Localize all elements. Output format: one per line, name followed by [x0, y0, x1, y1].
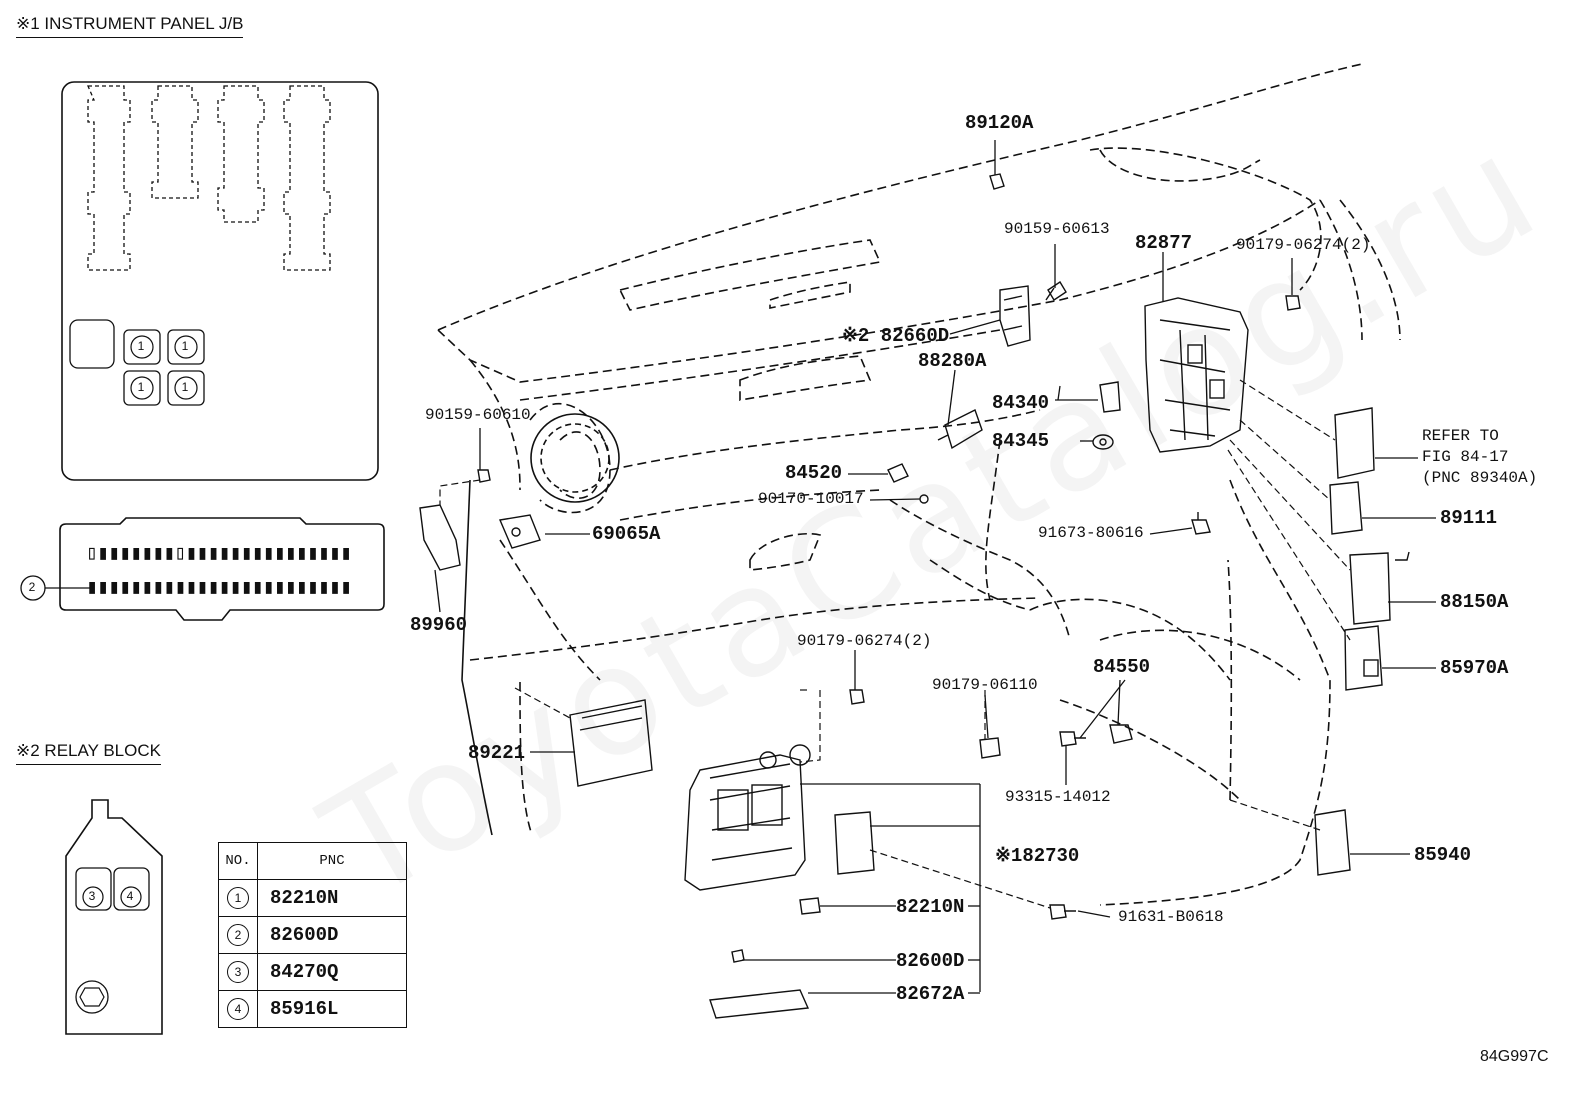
fuse-row-bottom: ▮▮▮▮▮▮▮▮▮▮▮▮▮▮▮▮▮▮▮▮▮▮▮▮ [86, 574, 352, 598]
part-label-90179-06274-bottom[interactable]: 90179-06274(2) [797, 632, 932, 650]
jb-marker-1d: 1 [181, 380, 189, 394]
part-label-93315-14012[interactable]: 93315-14012 [1005, 788, 1111, 806]
part-label-89120A[interactable]: 89120A [965, 112, 1034, 134]
part-label-90159-60613[interactable]: 90159-60613 [1004, 220, 1110, 238]
relay-marker-3: 3 [88, 889, 96, 903]
table-row: 3 84270Q [218, 953, 407, 991]
part-label-91673-80616[interactable]: 91673-80616 [1038, 524, 1144, 542]
table-row: 4 85916L [218, 990, 407, 1028]
part-label-91631-B0618[interactable]: 91631-B0618 [1118, 908, 1224, 926]
relay-block-illustration [65, 799, 163, 1035]
part-label-84520[interactable]: 84520 [785, 462, 843, 484]
hardware-illustrations [419, 173, 1410, 920]
part-label-84345[interactable]: 84345 [992, 430, 1050, 452]
part-label-84340[interactable]: 84340 [992, 392, 1050, 414]
fuse-strip-illustration [20, 517, 385, 621]
part-label-89221[interactable]: 89221 [468, 742, 526, 764]
pnc-row-value[interactable]: 82600D [257, 916, 407, 954]
relay-block-title: ※2 RELAY BLOCK [16, 741, 161, 765]
pnc-row-number: 2 [227, 924, 249, 946]
instrument-panel-jb-illustration [61, 81, 379, 481]
pnc-header-no: NO. [218, 842, 258, 880]
table-row: 2 82600D [218, 916, 407, 954]
refer-note: REFER TO FIG 84-17 (PNC 89340A) [1422, 427, 1538, 487]
leader-lines [434, 140, 1436, 994]
pnc-table: NO. PNC 1 82210N 2 82600D 3 84270Q 4 859… [218, 842, 407, 1028]
part-label-89960[interactable]: 89960 [410, 614, 468, 636]
fuse-strip-marker-2: 2 [28, 580, 36, 594]
part-label-88150A[interactable]: 88150A [1440, 591, 1509, 613]
part-label-90159-60610[interactable]: 90159-60610 [425, 406, 531, 424]
part-label-90179-06274-top[interactable]: 90179-06274(2) [1236, 236, 1371, 254]
dashboard-outline [437, 63, 1401, 906]
part-label-88280A[interactable]: 88280A [918, 350, 987, 372]
pnc-row-number: 4 [227, 998, 249, 1020]
part-label-82210N[interactable]: 82210N [896, 896, 965, 918]
part-label-84550[interactable]: 84550 [1093, 656, 1151, 678]
pnc-row-value[interactable]: 85916L [257, 990, 407, 1028]
bracket-82877-illustration [1144, 297, 1249, 453]
pnc-row-value[interactable]: 84270Q [257, 953, 407, 991]
pnc-row-number: 1 [227, 887, 249, 909]
diagram-code: 84G997C [1480, 1048, 1549, 1065]
part-label-90170-10017[interactable]: 90170-10017 [758, 490, 864, 508]
part-label-82660D[interactable]: ※2 82660D [842, 325, 950, 347]
pnc-row-value[interactable]: 82210N [257, 879, 407, 917]
part-label-82730[interactable]: ※182730 [995, 845, 1080, 867]
pnc-row-number: 3 [227, 961, 249, 983]
part-label-82672A[interactable]: 82672A [896, 983, 965, 1005]
fuse-row-top: ▯▮▮▮▮▮▮▮▯▮▮▮▮▮▮▮▮▮▮▮▮▮▮▮ [86, 540, 352, 564]
jb-marker-1b: 1 [181, 339, 189, 353]
part-label-89111[interactable]: 89111 [1440, 507, 1498, 529]
table-row: 1 82210N [218, 879, 407, 917]
part-label-85970A[interactable]: 85970A [1440, 657, 1509, 679]
pnc-table-header: NO. PNC [218, 842, 407, 880]
junction-block-illustration [684, 744, 821, 1019]
jb-marker-1c: 1 [137, 380, 145, 394]
part-label-90179-06110[interactable]: 90179-06110 [932, 676, 1038, 694]
pnc-header-pnc: PNC [257, 842, 407, 880]
part-label-69065A[interactable]: 69065A [592, 523, 661, 545]
relay-marker-4: 4 [126, 889, 134, 903]
steering-column-opening [530, 413, 620, 503]
jb-marker-1a: 1 [137, 339, 145, 353]
instrument-panel-jb-title: ※1 INSTRUMENT PANEL J/B [16, 14, 244, 38]
part-label-82877[interactable]: 82877 [1135, 232, 1193, 254]
mounting-guide-lines [439, 379, 1351, 909]
part-label-85940[interactable]: 85940 [1414, 844, 1472, 866]
part-label-82600D[interactable]: 82600D [896, 950, 965, 972]
